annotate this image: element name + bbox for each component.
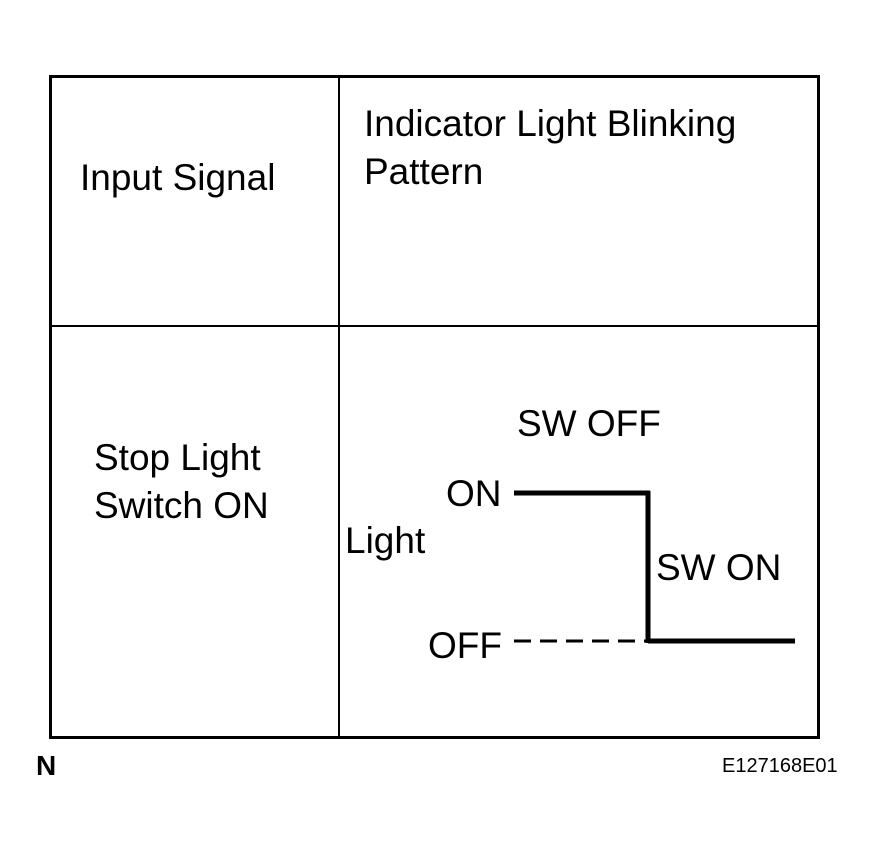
figure-id: E127168E01 [722,755,838,777]
input-signal-line2: Switch ON [94,485,269,526]
level-off-label: OFF [428,625,502,666]
header-blinking-pattern-line1: Indicator Light Blinking [364,103,737,144]
column-divider [338,75,340,739]
header-input-signal: Input Signal [80,157,276,198]
sw-off-label: SW OFF [517,403,661,444]
row-divider [49,325,820,327]
header-blinking-pattern-line2: Pattern [364,151,484,192]
input-signal-line1: Stop Light [94,437,261,478]
sw-on-label: SW ON [656,547,782,588]
table-frame [49,75,820,739]
level-on-label: ON [446,473,502,514]
corner-mark: N [36,750,57,781]
light-axis-label: Light [345,520,426,561]
